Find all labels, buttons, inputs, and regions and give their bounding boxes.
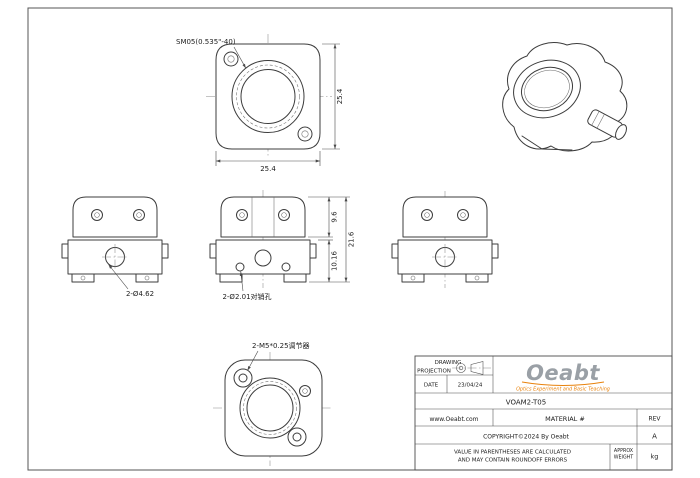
projection-label: PROJECTION <box>417 369 451 375</box>
rev-value: A <box>652 433 657 441</box>
rev-label: REV <box>648 416 661 423</box>
bottom-view: 2-M5*0.25调节器 <box>213 341 333 466</box>
iso-adjuster-barrel <box>587 109 627 140</box>
copyright: COPYRIGHT©2024 By Oeabt <box>483 434 569 441</box>
adjuster-callout: 2-M5*0.25调节器 <box>252 341 310 350</box>
approx-weight-line1: APPROX <box>614 448 634 454</box>
part-number: VOAM2-T05 <box>506 399 546 407</box>
date-value: 23/04/24 <box>458 383 483 389</box>
counterbore-leader <box>108 264 129 290</box>
sm05-boss-circle <box>231 60 305 133</box>
left-body <box>72 196 158 238</box>
website: www.Oeabt.com <box>429 416 478 423</box>
front-elevation-view: 2-Ø2.01对销孔 9.6 10.16 21.6 <box>209 190 356 301</box>
overall-height-dim-text: 21.6 <box>348 231 356 247</box>
right-body <box>402 196 488 238</box>
date-label: DATE <box>424 383 439 389</box>
isometric-view <box>502 42 628 152</box>
pin-leader <box>239 271 244 292</box>
center-body <box>220 196 306 238</box>
disclaimer-line2: AND MAY CONTAIN ROUNDOFF ERRORS <box>458 458 568 464</box>
front-plate-outline <box>215 43 321 150</box>
body-height-dim-text: 9.6 <box>331 211 339 223</box>
height-dim-text: 25.4 <box>336 88 344 104</box>
base-height-dim-text: 10.16 <box>331 250 339 271</box>
side-view-right <box>391 191 499 288</box>
center-base <box>215 239 311 275</box>
weight-unit: kg <box>651 453 659 461</box>
iso-ring-inner <box>521 66 573 112</box>
logo-text: Oeabt <box>526 361 600 385</box>
logo-tagline: Optics Experiment and Basic Teaching <box>516 387 610 393</box>
dowel-pin-hole <box>281 262 291 272</box>
dowel-pin-hole <box>235 262 245 272</box>
adjuster-tip-top-left <box>223 51 239 67</box>
title-block: DRAWING PROJECTION DATE 23/04/24 Oeabt O… <box>414 355 673 471</box>
logo-swoosh <box>521 381 605 386</box>
counterbore-callout: 2-Ø4.62 <box>126 290 154 298</box>
adjuster-leader <box>247 350 259 371</box>
disclaimer-line1: VALUE IN PARENTHESES ARE CALCULATED <box>454 450 571 456</box>
material-label: MATERIAL # <box>545 415 585 423</box>
sm05-thread-circle <box>236 64 300 129</box>
adjuster-screw <box>287 427 307 447</box>
sm05-bore-circle <box>240 69 296 124</box>
adjuster-screw <box>233 368 253 388</box>
side-view-left: 2-Ø4.62 <box>61 196 169 298</box>
adjuster-tip-bottom-right <box>297 126 313 142</box>
thread-leader-line <box>233 46 247 69</box>
oeabt-logo: Oeabt Optics Experiment and Basic Teachi… <box>516 361 610 393</box>
sheet-border <box>27 7 673 471</box>
front-view: SM05(0.535"-40) 25.4 25.4 <box>176 34 344 173</box>
approx-weight-line2: WEIGHT <box>614 455 634 461</box>
thread-callout: SM05(0.535"-40) <box>176 38 236 46</box>
drawing-label: DRAWING <box>435 360 462 366</box>
pin-callout: 2-Ø2.01对销孔 <box>222 292 271 301</box>
third-angle-projection-icon <box>452 361 491 375</box>
width-dim-text: 25.4 <box>260 165 276 173</box>
